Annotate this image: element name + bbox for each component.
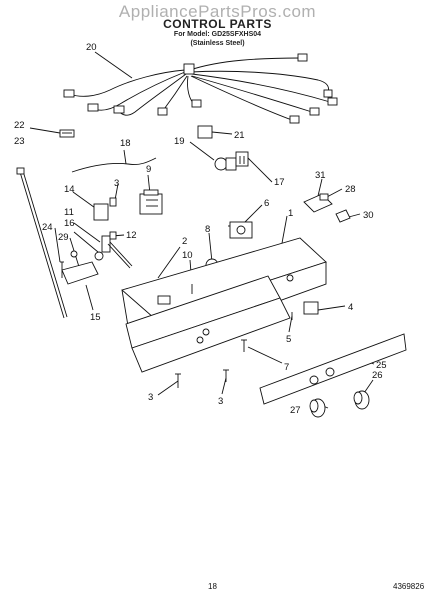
connector-clip bbox=[59, 129, 75, 138]
leader-lines bbox=[29, 51, 375, 409]
callout-3-left: 3 bbox=[148, 392, 153, 403]
switch bbox=[303, 301, 319, 315]
callout-11: 11 bbox=[64, 207, 74, 218]
screws-bottom bbox=[175, 339, 247, 388]
callout-2: 2 bbox=[182, 236, 187, 247]
callout-1: 1 bbox=[288, 208, 293, 219]
callout-23: 23 bbox=[14, 136, 25, 147]
callout-18: 18 bbox=[120, 138, 131, 149]
callout-10: 10 bbox=[182, 250, 193, 261]
wire-lead bbox=[71, 157, 157, 173]
callout-7: 7 bbox=[284, 362, 289, 373]
callout-14: 14 bbox=[64, 184, 75, 195]
callout-25: 25 bbox=[376, 360, 387, 371]
callout-12: 12 bbox=[126, 230, 137, 241]
callout-20: 20 bbox=[86, 42, 97, 53]
callout-28: 28 bbox=[345, 184, 356, 195]
callout-29: 29 bbox=[58, 232, 69, 243]
callout-4: 4 bbox=[348, 302, 353, 313]
callout-17: 17 bbox=[274, 177, 285, 188]
control-knobs bbox=[309, 390, 370, 418]
callout-8: 8 bbox=[205, 224, 210, 235]
callout-16: 16 bbox=[64, 218, 75, 229]
callout-19: 19 bbox=[174, 136, 185, 147]
cold-control bbox=[228, 221, 253, 239]
callout-26: 26 bbox=[372, 370, 383, 381]
control-rod bbox=[16, 167, 68, 319]
callout-15: 15 bbox=[90, 312, 101, 323]
page-number: 18 bbox=[208, 582, 217, 591]
callout-3-top: 3 bbox=[114, 178, 119, 189]
upper-right-bracket bbox=[303, 193, 351, 223]
bracket bbox=[61, 261, 99, 285]
thermostat-control bbox=[139, 189, 163, 215]
wire-harness bbox=[63, 53, 338, 124]
callout-9: 9 bbox=[146, 164, 151, 175]
model-line: For Model: GD25SFXHS04 bbox=[173, 31, 262, 38]
document-number: 4369826 bbox=[393, 582, 425, 591]
callout-6: 6 bbox=[264, 198, 269, 209]
screw-and-washer bbox=[60, 250, 78, 278]
callout-24: 24 bbox=[42, 222, 53, 233]
cover-front-panel bbox=[131, 297, 291, 373]
callout-31: 31 bbox=[315, 170, 326, 181]
callout-3-right: 3 bbox=[218, 396, 223, 407]
diagram-title: CONTROL PARTS bbox=[163, 17, 272, 31]
lamp-assembly bbox=[197, 125, 249, 171]
callout-27: 27 bbox=[290, 405, 301, 416]
callout-labels: 20 22 23 21 19 17 18 9 3 14 12 11 16 24 … bbox=[14, 42, 387, 416]
callout-21: 21 bbox=[234, 130, 245, 141]
callout-30: 30 bbox=[363, 210, 374, 221]
callout-22: 22 bbox=[14, 120, 25, 131]
callout-5: 5 bbox=[286, 334, 291, 345]
finish-line: (Stainless Steel) bbox=[190, 40, 245, 47]
damper-control bbox=[93, 197, 133, 269]
watermark: AppliancePartsPros.com bbox=[118, 2, 317, 21]
